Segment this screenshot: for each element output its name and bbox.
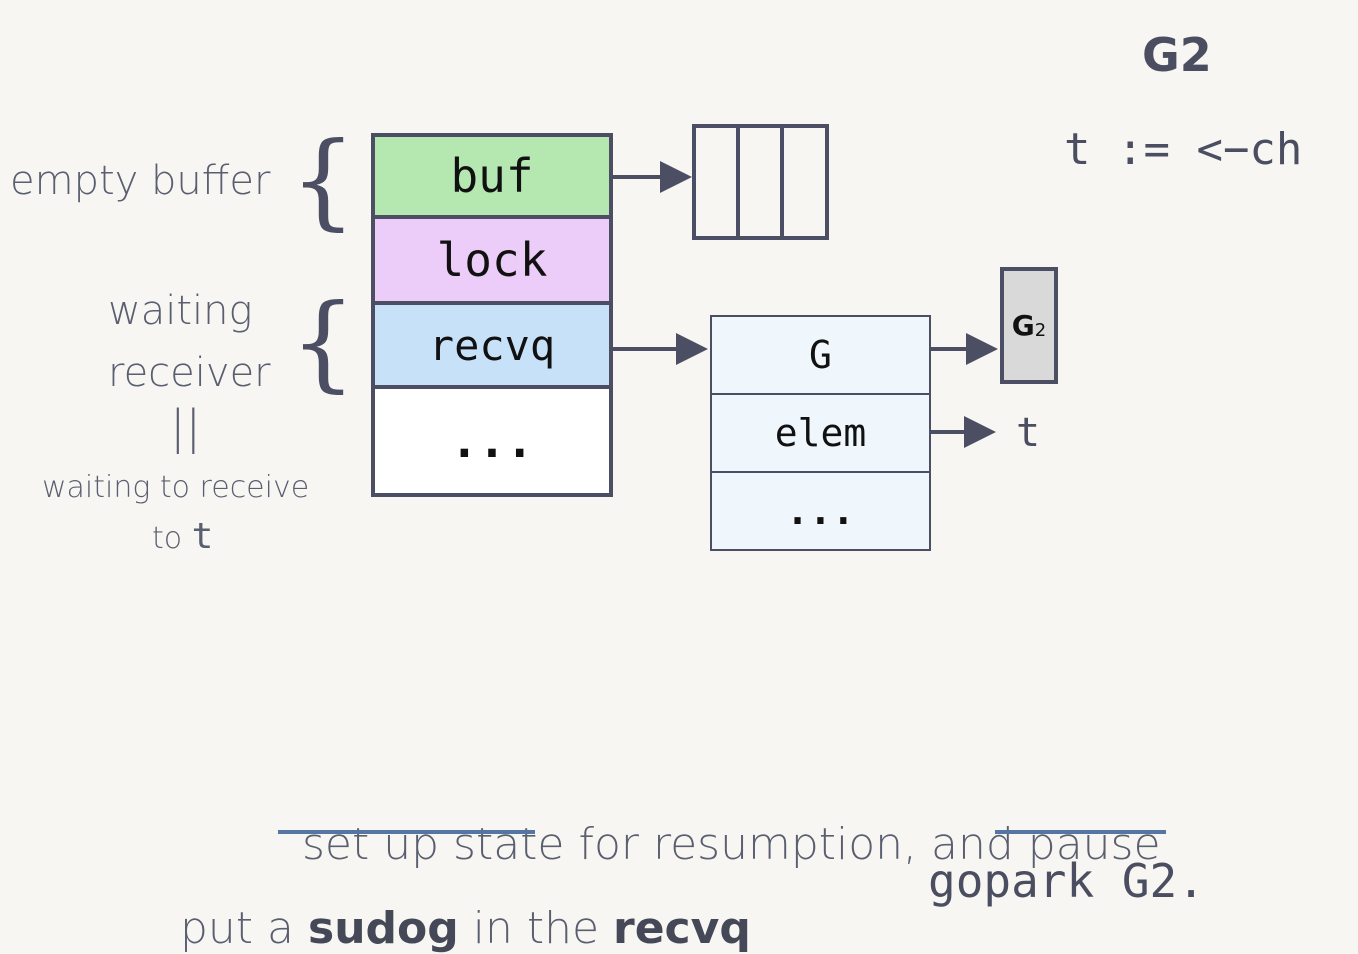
hchan-lock-field: lock: [371, 215, 613, 305]
set-up-state-text: set up state: [301, 819, 565, 870]
sudog-rest-field: ...: [710, 471, 931, 551]
gopark-statement: gopark G2.: [928, 854, 1205, 908]
receive-statement: t := <−ch: [1064, 124, 1303, 175]
recvq-brace: {: [290, 281, 357, 403]
to-t-label: to t: [152, 516, 214, 557]
receiver-label: receiver: [108, 350, 271, 396]
buffer-slots: [692, 124, 829, 240]
buffer-slot: [736, 124, 784, 240]
resumption-text: for resumption, and: [564, 819, 1028, 870]
buffer-slot: [692, 124, 740, 240]
elem-target-t: t: [1016, 410, 1041, 456]
set-up-state-underline: [278, 830, 535, 834]
sudog-elem-field: elem: [710, 393, 931, 473]
goroutine-title: G2: [1142, 28, 1212, 82]
hchan-recvq-field: recvq: [371, 301, 613, 389]
buf-brace: {: [290, 119, 357, 241]
buffer-slot: [780, 124, 829, 240]
empty-buffer-label: empty buffer: [10, 158, 271, 204]
recvq-keyword: recvq: [613, 903, 751, 954]
footer-line1: set up state for resumption, and pause: [274, 768, 1161, 870]
hchan-buf-field: buf: [371, 133, 613, 219]
pause-underline: [995, 830, 1166, 834]
waiting-to-receive-label: waiting to receive: [42, 470, 310, 505]
hchan-rest-field: ...: [371, 385, 613, 497]
waiting-label: waiting: [108, 288, 253, 334]
sudog-keyword: sudog: [308, 903, 459, 954]
pause-text: pause: [1027, 819, 1161, 870]
equals-bars: ||: [170, 400, 201, 454]
footer-line2: put a sudog in the recvq: [179, 903, 751, 954]
